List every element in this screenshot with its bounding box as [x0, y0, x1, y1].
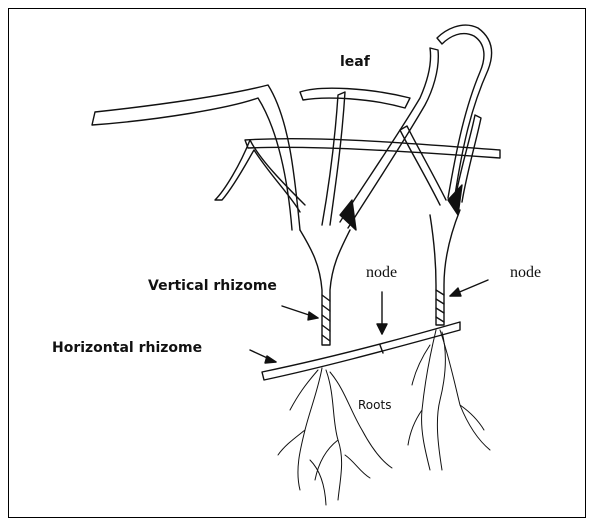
- label-node-right: node: [510, 264, 541, 282]
- pointer-arrows: [250, 280, 488, 363]
- horizontal-rhizome-shape: [262, 322, 460, 380]
- leaf-blades: [92, 25, 500, 230]
- label-node-center: node: [366, 264, 397, 282]
- label-horizontal-rhizome: Horizontal rhizome: [52, 340, 202, 356]
- roots: [278, 330, 490, 505]
- left-stem: [300, 200, 356, 345]
- label-roots: Roots: [358, 398, 391, 412]
- label-leaf: leaf: [340, 54, 370, 70]
- label-vertical-rhizome: Vertical rhizome: [148, 278, 277, 294]
- right-stem: [430, 185, 462, 325]
